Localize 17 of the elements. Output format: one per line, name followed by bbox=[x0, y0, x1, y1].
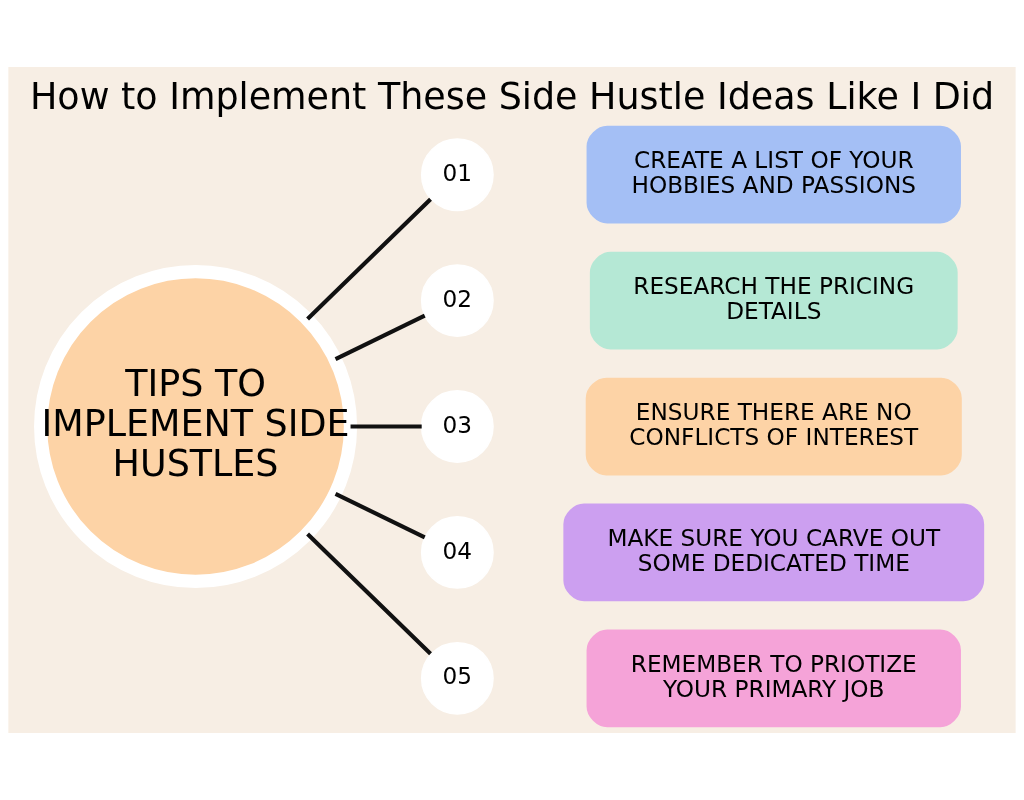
node-circle: 04 bbox=[420, 515, 494, 589]
node-box: RESEARCH THE PRICING DETAILS bbox=[589, 251, 958, 350]
connector bbox=[334, 492, 426, 540]
node-box: REMEMBER TO PRIOTIZE YOUR PRIMARY JOB bbox=[586, 629, 961, 728]
node-circle: 05 bbox=[420, 641, 494, 715]
node-circle: 02 bbox=[420, 264, 494, 338]
connector bbox=[350, 424, 422, 429]
node-circle: 01 bbox=[420, 138, 494, 212]
connector bbox=[306, 197, 432, 321]
node-box: CREATE A LIST OF YOUR HOBBIES AND PASSIONS bbox=[586, 125, 961, 224]
node-circle: 03 bbox=[420, 390, 494, 463]
node-circle: TIPS TO IMPLEMENT SIDE HUSTLES bbox=[34, 264, 358, 589]
connector bbox=[306, 532, 432, 656]
connector bbox=[334, 313, 426, 361]
diagram-title: How to Implement These Side Hustle Ideas Like I Did bbox=[29, 75, 995, 119]
node-box: MAKE SURE YOU CARVE OUT SOME DEDICATED TIME bbox=[563, 503, 985, 602]
node-box: ENSURE THERE ARE NO CONFLICTS OF INTEREST bbox=[585, 377, 962, 476]
